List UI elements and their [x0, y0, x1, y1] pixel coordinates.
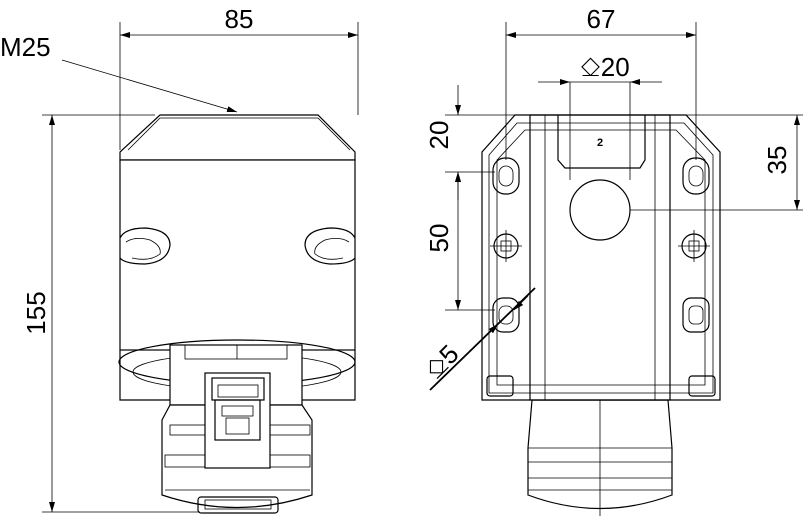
dim-mount-spacing: 50	[424, 224, 454, 253]
dim-hole-diameter: ⎐20	[580, 52, 629, 82]
side-dimensions: 85 M25 155	[0, 4, 359, 513]
dim-side-height: 155	[21, 291, 51, 334]
dim-side-width: 85	[225, 4, 254, 34]
dim-thread: M25	[0, 32, 51, 62]
side-view	[118, 114, 356, 514]
dim-front-width: 67	[587, 4, 616, 34]
front-view: 2	[481, 114, 721, 516]
dim-mount-hole: ⎐5	[419, 339, 465, 385]
dim-hole-offset: 35	[762, 146, 792, 175]
part-marking: 2	[597, 137, 603, 149]
dim-top-offset: 20	[424, 121, 454, 150]
